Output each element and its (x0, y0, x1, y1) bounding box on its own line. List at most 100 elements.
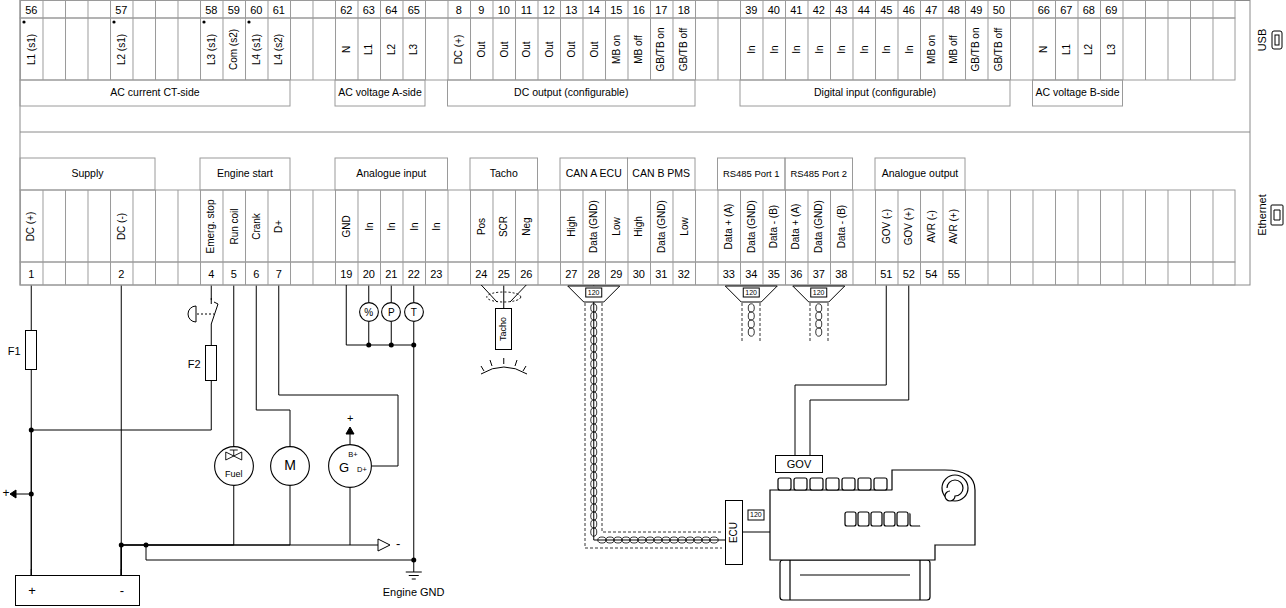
group-label: DC output (configurable) (512, 87, 630, 99)
group-header-area: Engine start (200, 158, 290, 190)
terminal-number: 39 (745, 4, 757, 16)
terminal-number: 58 (205, 4, 217, 16)
terminal-number: 68 (1083, 4, 1095, 16)
pin-name: MB off (633, 35, 644, 64)
wire-connector (31, 381, 211, 575)
pin-name: L1 (s1) (26, 33, 37, 64)
terminal-number: 33 (723, 268, 735, 280)
pin-name: Data + (A) (723, 203, 734, 249)
node-label: P (388, 307, 395, 318)
node-label: GOV (787, 458, 811, 470)
terminal-number: 30 (633, 268, 645, 280)
pin-name: Out (566, 41, 577, 57)
group-label: RS485 Port 1 (721, 169, 782, 179)
pin-name: L3 (408, 43, 419, 54)
group-header-area: AC voltage A-side (335, 80, 425, 106)
terminal-number: 63 (363, 4, 375, 16)
node-label: F1 (8, 345, 21, 357)
pin-name: Out (543, 41, 554, 57)
pin-name: DC (+) (26, 211, 37, 241)
wire-connector (503, 285, 504, 308)
pin-name: Data (GND) (656, 200, 667, 253)
wire-connector (256, 285, 290, 446)
wire-connector (121, 486, 290, 575)
pin-name: In (903, 45, 914, 53)
pin-name: GB/TB on (656, 27, 667, 71)
group-label: CAN A ECU (564, 168, 624, 180)
pin-name: DC (+) (453, 34, 464, 64)
node-label: T (411, 307, 417, 318)
terminator-value: 120 (587, 289, 601, 297)
pin-name: In (858, 45, 869, 53)
pin-name: Data - (B) (836, 204, 847, 247)
terminal-number: 64 (385, 4, 397, 16)
port-label: USB (1256, 29, 1268, 52)
terminal-number: 51 (880, 268, 892, 280)
group-label: AC voltage A-side (336, 87, 423, 99)
bus-connectors (568, 286, 845, 520)
terminal-number: 55 (948, 268, 960, 280)
terminal-group: Digital input (configurable) (740, 0, 1010, 106)
terminal-group: Analogue input (335, 158, 448, 285)
pin-name: D+ (273, 219, 284, 232)
group-header-area: RS485 Port 2 (785, 158, 853, 190)
terminal-number: 41 (790, 4, 802, 16)
pin-name: GB/TB on (971, 27, 982, 71)
pin-name: GND (341, 215, 352, 237)
terminal-number: 24 (475, 268, 487, 280)
fuse: F1 (25, 330, 37, 370)
ground-label: Engine GND (383, 586, 445, 598)
terminal-number: 6 (253, 268, 259, 280)
pin-name: L2 (1083, 43, 1094, 54)
node-label: M (284, 458, 296, 473)
pin-name: Out (521, 41, 532, 57)
node-label: - (120, 584, 124, 598)
node-outline (214, 446, 254, 486)
pin-name: N (1038, 45, 1049, 52)
pin-name: Data (GND) (813, 200, 824, 253)
pin-name: In (881, 45, 892, 53)
wire-connector (233, 285, 234, 446)
wire-connector (279, 285, 398, 466)
battery: +- (15, 575, 140, 606)
pin-name: High (633, 216, 644, 237)
terminal-number: 45 (880, 4, 892, 16)
pin-name: Out (588, 41, 599, 57)
group-label: Supply (69, 168, 105, 180)
group-header-area: AC voltage B-side (1033, 80, 1123, 106)
group-header-area: AC current CT-side (20, 80, 290, 106)
terminator-value: 120 (744, 289, 758, 297)
terminal-number: 46 (903, 4, 915, 16)
pin-name: L3 (1106, 43, 1117, 54)
group-label: Analogue output (880, 168, 960, 180)
group-header-area: DC output (configurable) (448, 80, 696, 106)
terminal-number: 65 (408, 4, 420, 16)
pin-name: Neg (521, 217, 532, 235)
terminal-number: 31 (655, 268, 667, 280)
pin-name: Emerg. stop (206, 199, 217, 253)
pin-name: L4 (s1) (251, 33, 262, 64)
terminal-number: 13 (565, 4, 577, 16)
terminal-number: 16 (633, 4, 645, 16)
terminal-number: 35 (768, 268, 780, 280)
pin-name: AVR (+) (948, 208, 959, 243)
terminal-number: 1 (28, 268, 34, 280)
pin-name: DC (-) (116, 212, 127, 239)
group-header-area: Analogue input (335, 158, 448, 190)
terminal-group: Supply (20, 158, 155, 285)
sensor-circle: % (359, 302, 379, 322)
port-icons (1271, 31, 1283, 225)
terminal-number: 32 (678, 268, 690, 280)
terminal-number: 5 (231, 268, 237, 280)
pin-name: In (386, 222, 397, 230)
terminal-number: 42 (813, 4, 825, 16)
terminal-number: 43 (835, 4, 847, 16)
tacho-pickup: Tacho (495, 308, 512, 350)
wire-connector (31, 285, 32, 330)
fuel-valve-symbol (226, 450, 242, 460)
pin-name: MB off (948, 35, 959, 64)
terminal-number: 14 (588, 4, 600, 16)
pin-name: L3 (s1) (206, 33, 217, 64)
governor-box: GOV (775, 455, 823, 473)
terminal-number: 10 (498, 4, 510, 16)
